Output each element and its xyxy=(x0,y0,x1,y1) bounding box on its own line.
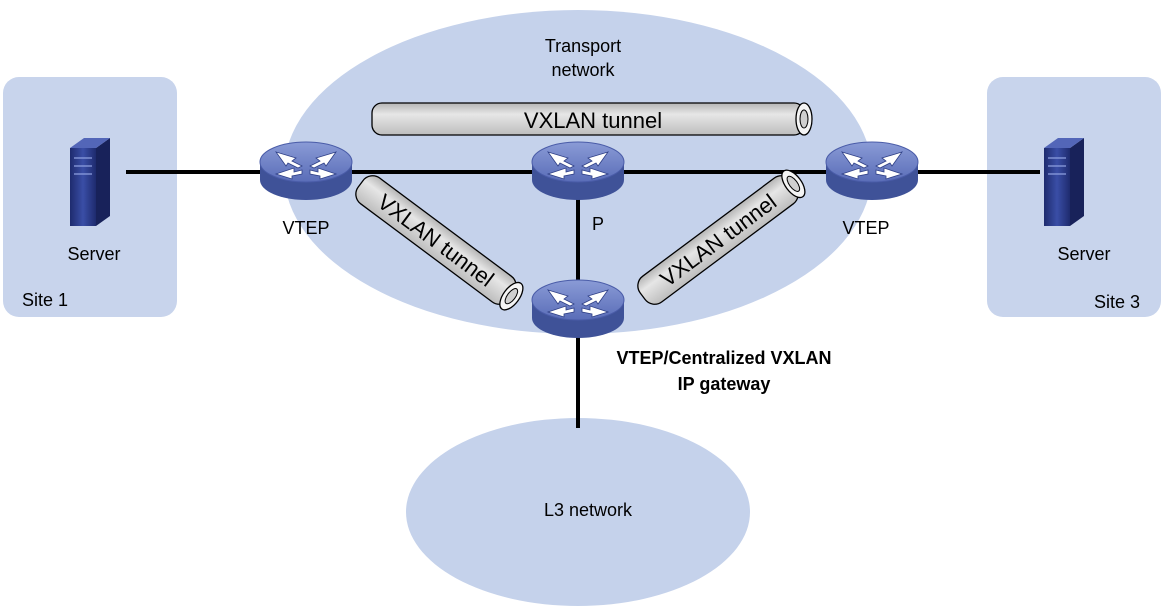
server-site3-icon xyxy=(1043,137,1085,227)
site3-label: Site 3 xyxy=(1094,292,1140,312)
l3-network-label: L3 network xyxy=(544,500,633,520)
p-device-label: P xyxy=(592,214,604,234)
server-site3-label: Server xyxy=(1057,244,1110,264)
vtep-right-label: VTEP xyxy=(842,218,889,238)
gateway-label-line2: IP gateway xyxy=(678,374,771,394)
vtep-left-router-icon xyxy=(259,141,353,201)
gateway-label-line1: VTEP/Centralized VXLAN xyxy=(616,348,831,368)
p-router-icon xyxy=(531,141,625,201)
gateway-router-icon xyxy=(531,279,625,339)
site1-label: Site 1 xyxy=(22,290,68,310)
tunnel-top: VXLAN tunnel xyxy=(371,102,813,136)
server-site1-label: Server xyxy=(67,244,120,264)
vtep-left-label: VTEP xyxy=(282,218,329,238)
vtep-right-router-icon xyxy=(825,141,919,201)
l3-network-cloud xyxy=(406,418,750,606)
server-site1-icon xyxy=(69,137,111,227)
tunnel-top-label: VXLAN tunnel xyxy=(524,108,662,133)
transport-network-label-line1: Transport xyxy=(545,36,621,56)
transport-network-label-line2: network xyxy=(551,60,615,80)
